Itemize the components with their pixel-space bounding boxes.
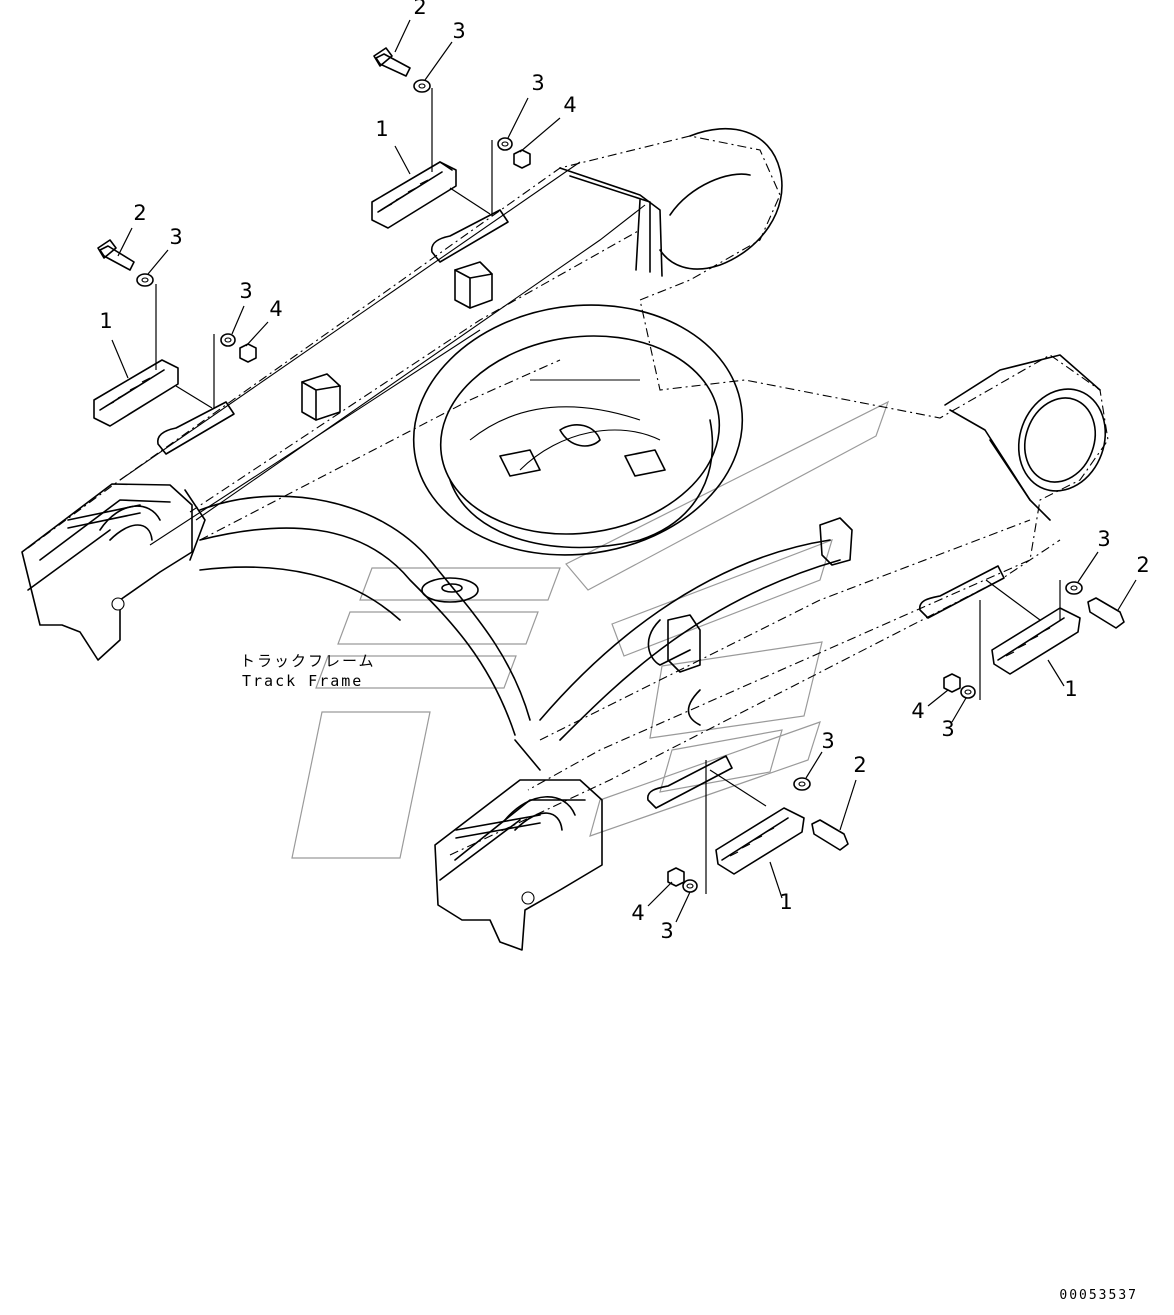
left-side-rail: [119, 161, 663, 546]
step-part-1-right-rear: [991, 607, 1081, 675]
lower-arms: [199, 495, 841, 741]
callout-3-left-mid: 3: [239, 279, 252, 303]
left-front-yoke: [21, 483, 206, 661]
top-rear-sprocket-housing: [659, 128, 783, 270]
callout-1-right-rear: 1: [1064, 677, 1077, 701]
right-front-yoke: [434, 739, 603, 951]
callout-2-right-front: 2: [853, 753, 866, 777]
callout-3-left: 3: [169, 225, 182, 249]
leader-lines: [111, 19, 1137, 923]
frame-brackets: [301, 261, 853, 673]
callout-1-right-front: 1: [779, 890, 792, 914]
track-frame-label-japanese: トラックフレーム: [240, 652, 376, 670]
watermark-logo: [291, 400, 890, 859]
nuts-part-4: [239, 149, 961, 887]
frame-body-outline: [27, 135, 1109, 856]
right-rear-sprocket-housing: [944, 354, 1107, 521]
callout-3-right-rear-low: 3: [941, 717, 954, 741]
callout-1-left: 1: [99, 309, 112, 333]
callout-4-right-rear: 4: [911, 699, 924, 723]
callout-3-top: 3: [452, 19, 465, 43]
track-frame-label-english: Track Frame: [242, 672, 364, 690]
drawing-number: 00053537: [1059, 1288, 1138, 1303]
callout-2-right-rear: 2: [1136, 553, 1149, 577]
swing-circle: [412, 304, 744, 556]
callouts: 2 3 1 3 4 2 3 1 3 4 3 2 1 4 3 3 2 1 4 3: [99, 0, 1149, 943]
callout-3-top-right: 3: [531, 71, 544, 95]
callout-4-top-right: 4: [563, 93, 576, 117]
callout-4-left-mid: 4: [269, 297, 282, 321]
mounting-plates: [156, 209, 1005, 809]
callout-3-right-rear: 3: [1097, 527, 1110, 551]
callout-4-right-front: 4: [631, 901, 644, 925]
washers-part-3: [136, 79, 1083, 893]
step-part-1-left: [93, 359, 179, 427]
callout-2-left: 2: [133, 201, 146, 225]
step-part-1-top: [371, 161, 457, 229]
callout-2-top: 2: [413, 0, 426, 19]
bolts-part-2: [97, 47, 1125, 851]
step-part-1-right-front: [715, 807, 805, 875]
callout-3-right-front: 3: [821, 729, 834, 753]
callout-1-top: 1: [375, 117, 388, 141]
callout-3-right-front-low: 3: [660, 919, 673, 943]
